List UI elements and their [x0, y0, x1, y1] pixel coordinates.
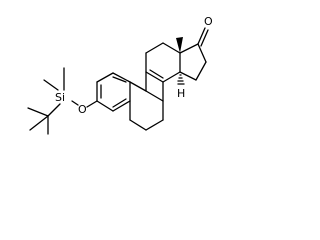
bond-c4-c5	[96, 100, 114, 112]
bond-c16-c15	[195, 61, 207, 81]
bond-ctbu-me3	[29, 115, 49, 131]
bond-c17-o-double	[200, 29, 209, 47]
silyl-ether-group: O Si	[27, 67, 98, 135]
bond-c8-c9-double	[149, 69, 164, 79]
bond-c1-c2	[112, 72, 131, 83]
bond-inner-c1-c2	[112, 76, 127, 83]
bond-c2-c3	[96, 72, 114, 83]
ring-b	[129, 71, 164, 131]
stereo-h-hash: H	[177, 74, 185, 100]
bond-si-ctbu	[47, 103, 61, 117]
bond-inner-c5-c10	[112, 98, 127, 108]
bond-c7-c8	[145, 119, 164, 131]
ring-d	[179, 43, 207, 81]
bond-c10a-c1	[129, 81, 147, 92]
bond-c5-c10	[112, 100, 131, 112]
bond-c14-c8	[162, 71, 181, 83]
ring-c	[145, 42, 181, 102]
bond-c6-c7	[129, 119, 147, 131]
bond-c11-c12	[145, 42, 164, 54]
molecule-structure: O H O Si	[27, 15, 213, 135]
bond-ctbu-me1	[27, 107, 49, 117]
stereo-hydrogen-label: H	[177, 87, 185, 100]
methyl-wedge	[176, 37, 183, 53]
silicon-label: Si	[55, 91, 65, 104]
ring-a-aromatic	[96, 72, 131, 112]
ether-oxygen-label: O	[78, 103, 87, 116]
bond-c3-o	[86, 100, 98, 108]
bond-c17-o	[197, 27, 206, 45]
bond-c8-c9-ring	[145, 71, 164, 83]
bond-c15-c14	[179, 71, 197, 81]
ketone-oxygen-label: O	[204, 15, 213, 28]
bond-si-methyl-left	[43, 79, 59, 91]
bond-c13-c17	[179, 43, 199, 54]
bond-c9-c10a	[145, 90, 164, 102]
ketone-group: O	[197, 15, 213, 47]
bond-o-si	[71, 100, 79, 106]
bond-c12-c13	[162, 42, 181, 54]
bond-c17-c16	[197, 43, 207, 63]
